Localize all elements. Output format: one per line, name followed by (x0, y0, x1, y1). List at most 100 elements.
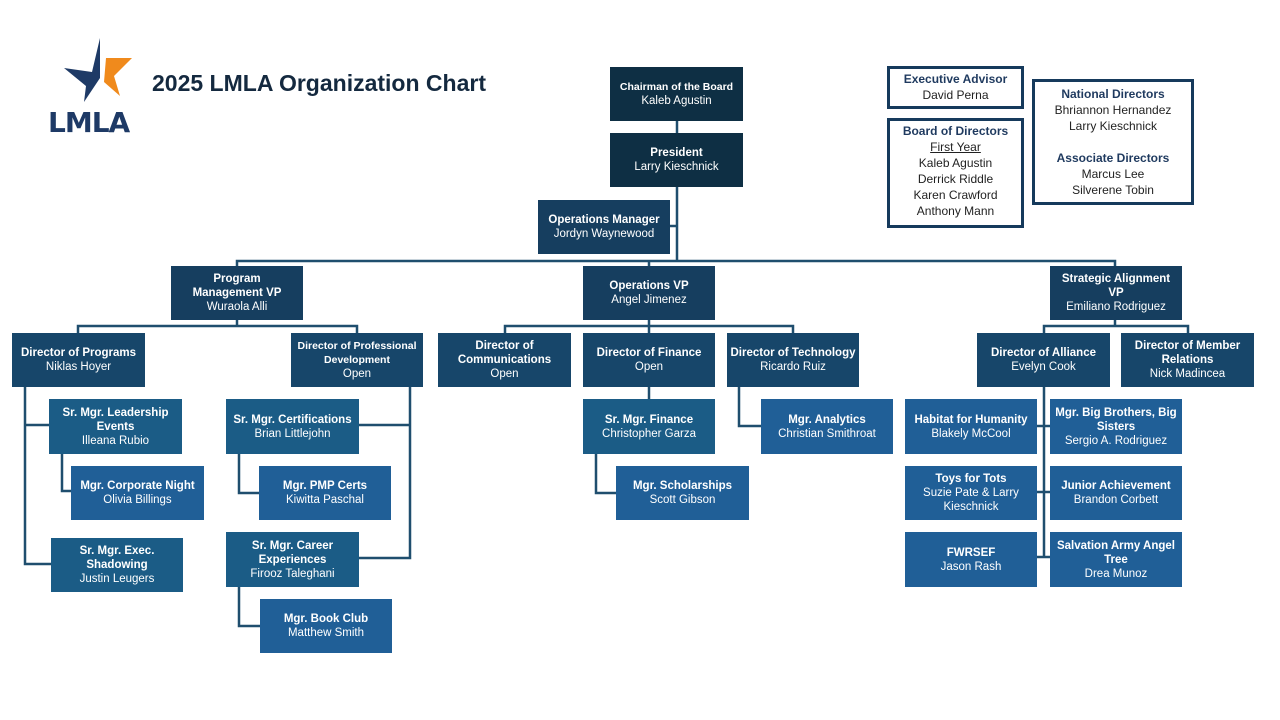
node-sr-mgr-exec-shadowing: Sr. Mgr. Exec. Shadowing Justin Leugers (51, 538, 183, 592)
lmla-logo-star-icon (64, 38, 132, 102)
node-junior-achievement: Junior Achievement Brandon Corbett (1050, 466, 1182, 520)
node-name: Scott Gibson (649, 494, 716, 506)
connector (594, 454, 616, 495)
connector (76, 324, 359, 333)
node-operations-manager: Operations Manager Jordyn Waynewood (538, 200, 670, 254)
node-title: Director of Technology (730, 347, 856, 359)
node-salvation-army-angel-tree: Salvation Army Angel Tree Drea Munoz (1050, 532, 1182, 587)
board-member: Derrick Riddle (917, 172, 994, 186)
node-director-of-alliance: Director of Alliance Evelyn Cook (977, 333, 1110, 387)
node-title: Sr. Mgr. Certifications (233, 413, 352, 426)
node-name: Christopher Garza (602, 427, 696, 440)
node-title: Director of Professional Development (297, 340, 417, 366)
node-name: Christian Smithroat (778, 427, 876, 440)
node-director-of-technology: Director of Technology Ricardo Ruiz (727, 333, 859, 387)
associate-director: Marcus Lee (1081, 167, 1145, 181)
node-name: Nick Madincea (1149, 368, 1226, 380)
national-directors-box: National Directors Bhriannon Hernandez L… (1032, 79, 1194, 205)
node-name: Evelyn Cook (1011, 361, 1076, 373)
connector (60, 454, 71, 493)
node-title: Mgr. Corporate Night (80, 480, 195, 492)
node-name: Brandon Corbett (1073, 494, 1159, 506)
node-name: Ricardo Ruiz (760, 361, 826, 373)
node-name: Kaleb Agustin (641, 95, 712, 107)
connector (503, 324, 795, 333)
node-name: Niklas Hoyer (45, 361, 112, 373)
node-chairman: Chairman of the Board Kaleb Agustin (610, 67, 743, 121)
node-title: Strategic Alignment VP (1061, 273, 1171, 299)
page-title: 2025 LMLA Organization Chart (152, 70, 486, 96)
node-director-of-member-relations: Director of Member Relations Nick Madinc… (1121, 333, 1254, 387)
node-name: Drea Munoz (1084, 567, 1148, 580)
node-mgr-pmp-certs: Mgr. PMP Certs Kiwitta Paschal (259, 466, 391, 520)
node-title: Director of Communications (457, 340, 552, 366)
node-name: Brian Littlejohn (254, 427, 331, 440)
logo-text: LMLA (48, 106, 130, 139)
node-name: Justin Leugers (79, 573, 155, 585)
node-title: Mgr. Big Brothers, Big Sisters (1055, 406, 1177, 433)
executive-advisor-box: Executive Advisor David Perna (887, 66, 1024, 109)
node-title: Director of Member Relations (1134, 340, 1241, 366)
associate-director: Silverene Tobin (1072, 183, 1154, 197)
board-subheading: First Year (930, 140, 981, 154)
node-name: Larry Kieschnick (634, 161, 719, 173)
board-member: Karen Crawford (913, 188, 998, 202)
node-title: Program Management VP (192, 273, 282, 299)
node-mgr-book-club: Mgr. Book Club Matthew Smith (260, 599, 392, 653)
board-of-directors-box: Board of Directors First Year Kaleb Agus… (887, 118, 1024, 228)
node-program-management-vp: Program Management VP Wuraola Alli (171, 266, 303, 320)
node-name: Blakely McCool (931, 427, 1011, 440)
node-director-of-professional-development: Director of Professional Development Ope… (291, 333, 423, 387)
national-director: Larry Kieschnick (1068, 119, 1158, 133)
node-title: Mgr. Book Club (283, 613, 369, 625)
node-name: Open (634, 361, 664, 373)
node-name: Kiwitta Paschal (286, 494, 364, 506)
node-name: Jason Rash (940, 560, 1002, 573)
node-title: Sr. Mgr. Finance (604, 413, 694, 426)
connector (23, 387, 51, 566)
node-mgr-scholarships: Mgr. Scholarships Scott Gibson (616, 466, 749, 520)
connector (235, 259, 1117, 266)
board-heading: Board of Directors (902, 124, 1009, 138)
node-title: President (650, 147, 703, 159)
node-fwrsef: FWRSEF Jason Rash (905, 532, 1037, 587)
node-title: Operations Manager (548, 214, 660, 226)
node-name: Matthew Smith (287, 627, 365, 639)
node-operations-vp: Operations VP Angel Jimenez (583, 266, 715, 320)
node-name: Emiliano Rodriguez (1066, 301, 1166, 313)
node-sr-mgr-career-experiences: Sr. Mgr. Career Experiences Firooz Taleg… (226, 532, 359, 587)
node-title: Chairman of the Board (619, 81, 734, 93)
node-director-of-programs: Director of Programs Niklas Hoyer (12, 333, 145, 387)
node-title: Mgr. PMP Certs (282, 480, 368, 492)
connector (1042, 324, 1190, 333)
node-title: Habitat for Humanity (914, 413, 1028, 426)
node-name: Illeana Rubio (81, 434, 150, 447)
node-sr-mgr-certifications: Sr. Mgr. Certifications Brian Littlejohn (226, 399, 359, 454)
board-member: Anthony Mann (916, 204, 995, 218)
node-name: Jordyn Waynewood (553, 228, 655, 240)
node-title: Junior Achievement (1061, 480, 1171, 492)
node-name: Sergio A. Rodriguez (1064, 434, 1168, 447)
board-member: Kaleb Agustin (918, 156, 993, 170)
node-director-of-communications: Director of Communications Open (438, 333, 571, 387)
node-name: Olivia Billings (103, 494, 172, 506)
node-name: Firooz Taleghani (250, 567, 335, 580)
node-director-of-finance: Director of Finance Open (583, 333, 715, 387)
node-name: Open (490, 368, 519, 380)
node-title: Operations VP (609, 280, 689, 292)
executive-advisor-name: David Perna (922, 88, 989, 102)
national-directors-heading: National Directors (1061, 87, 1165, 101)
node-name: Suzie Pate & Larry Kieschnick (923, 487, 1019, 513)
node-title: Director of Alliance (990, 347, 1097, 359)
node-name: Wuraola Alli (206, 301, 268, 313)
node-strategic-alignment-vp: Strategic Alignment VP Emiliano Rodrigue… (1050, 266, 1182, 320)
connector (237, 587, 260, 628)
national-director: Bhriannon Hernandez (1054, 103, 1172, 117)
node-mgr-analytics: Mgr. Analytics Christian Smithroat (761, 399, 893, 454)
node-title: Salvation Army Angel Tree (1056, 539, 1175, 566)
node-name: Angel Jimenez (611, 294, 687, 306)
node-title: Sr. Mgr. Career Experiences (251, 539, 334, 566)
executive-advisor-heading: Executive Advisor (903, 72, 1008, 86)
node-sr-mgr-finance: Sr. Mgr. Finance Christopher Garza (583, 399, 715, 454)
